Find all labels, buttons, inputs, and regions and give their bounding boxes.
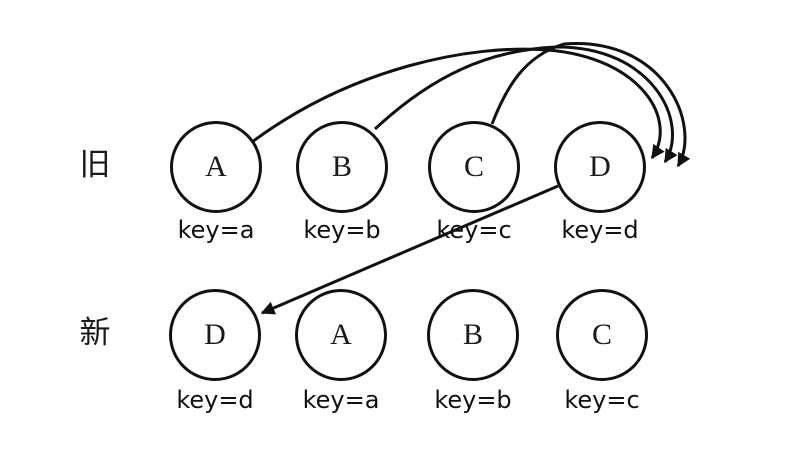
old-node-d: D [554, 121, 646, 213]
new-key-b-label: key=b [434, 386, 512, 414]
old-node-c-letter: C [463, 150, 484, 183]
old-node-d-letter: D [589, 150, 611, 183]
old-key-a-label: key=a [177, 216, 255, 244]
new-node-d-letter: D [204, 318, 226, 351]
new-key-a-label: key=a [302, 386, 380, 414]
new-row-label: 新 [79, 315, 111, 351]
old-key-d-label: key=d [561, 216, 639, 244]
move-arrow-d-to-d [260, 184, 559, 315]
new-node-a-letter: A [330, 318, 352, 351]
new-node-a: A [295, 289, 387, 381]
new-key-c-label: key=c [564, 386, 640, 414]
new-node-b: B [427, 289, 519, 381]
old-node-b-letter: B [331, 150, 352, 183]
old-node-a: A [170, 121, 262, 213]
old-node-a-letter: A [205, 150, 227, 183]
old-key-c-label: key=c [436, 216, 512, 244]
new-node-c: C [556, 289, 648, 381]
new-node-b-letter: B [462, 318, 483, 351]
old-key-b-label: key=b [303, 216, 381, 244]
old-node-b: B [296, 121, 388, 213]
new-node-d: D [169, 289, 261, 381]
new-key-d-label: key=d [176, 386, 254, 414]
new-node-c-letter: C [591, 318, 612, 351]
old-node-c: C [428, 121, 520, 213]
old-row-label: 旧 [79, 147, 111, 183]
